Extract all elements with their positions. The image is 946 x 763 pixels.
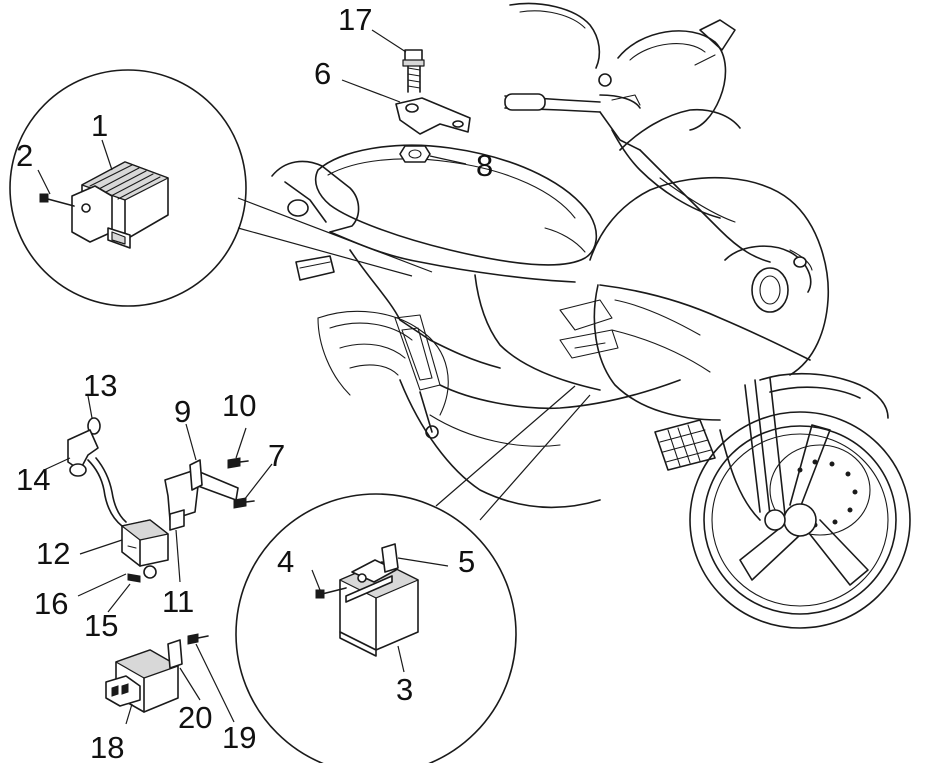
callout-17: 17 bbox=[338, 2, 372, 37]
callout-16: 16 bbox=[34, 586, 68, 621]
callout-15: 15 bbox=[84, 608, 118, 643]
callout-14: 14 bbox=[16, 462, 50, 497]
callout-19: 19 bbox=[222, 720, 256, 755]
callout-6: 6 bbox=[314, 56, 331, 91]
control-unit-part bbox=[315, 543, 419, 657]
scooter-outline bbox=[271, 2, 911, 629]
callout-leaders bbox=[37, 29, 467, 725]
callout-12: 12 bbox=[36, 536, 70, 571]
callout-9: 9 bbox=[174, 394, 191, 429]
callout-2: 2 bbox=[16, 138, 33, 173]
coil-bracket-assembly bbox=[164, 457, 255, 531]
callout-7: 7 bbox=[268, 438, 285, 473]
detail-circle-regulator bbox=[9, 69, 433, 307]
callout-1: 1 bbox=[91, 108, 108, 143]
callout-4: 4 bbox=[277, 544, 294, 579]
callout-10: 10 bbox=[222, 388, 256, 423]
ignition-coil-assembly bbox=[67, 417, 169, 583]
relay-assembly bbox=[105, 633, 209, 713]
callout-20: 20 bbox=[178, 700, 212, 735]
bracket-bolt-assembly bbox=[395, 49, 471, 163]
callout-13: 13 bbox=[83, 368, 117, 403]
voltage-regulator-part bbox=[39, 161, 169, 249]
callout-3: 3 bbox=[396, 672, 413, 707]
callout-8: 8 bbox=[476, 148, 493, 183]
callout-numbers: 1 2 3 4 5 6 7 8 9 10 11 12 13 14 15 16 1… bbox=[16, 2, 493, 763]
callout-18: 18 bbox=[90, 730, 124, 763]
callout-11: 11 bbox=[162, 584, 194, 619]
callout-5: 5 bbox=[458, 544, 475, 579]
